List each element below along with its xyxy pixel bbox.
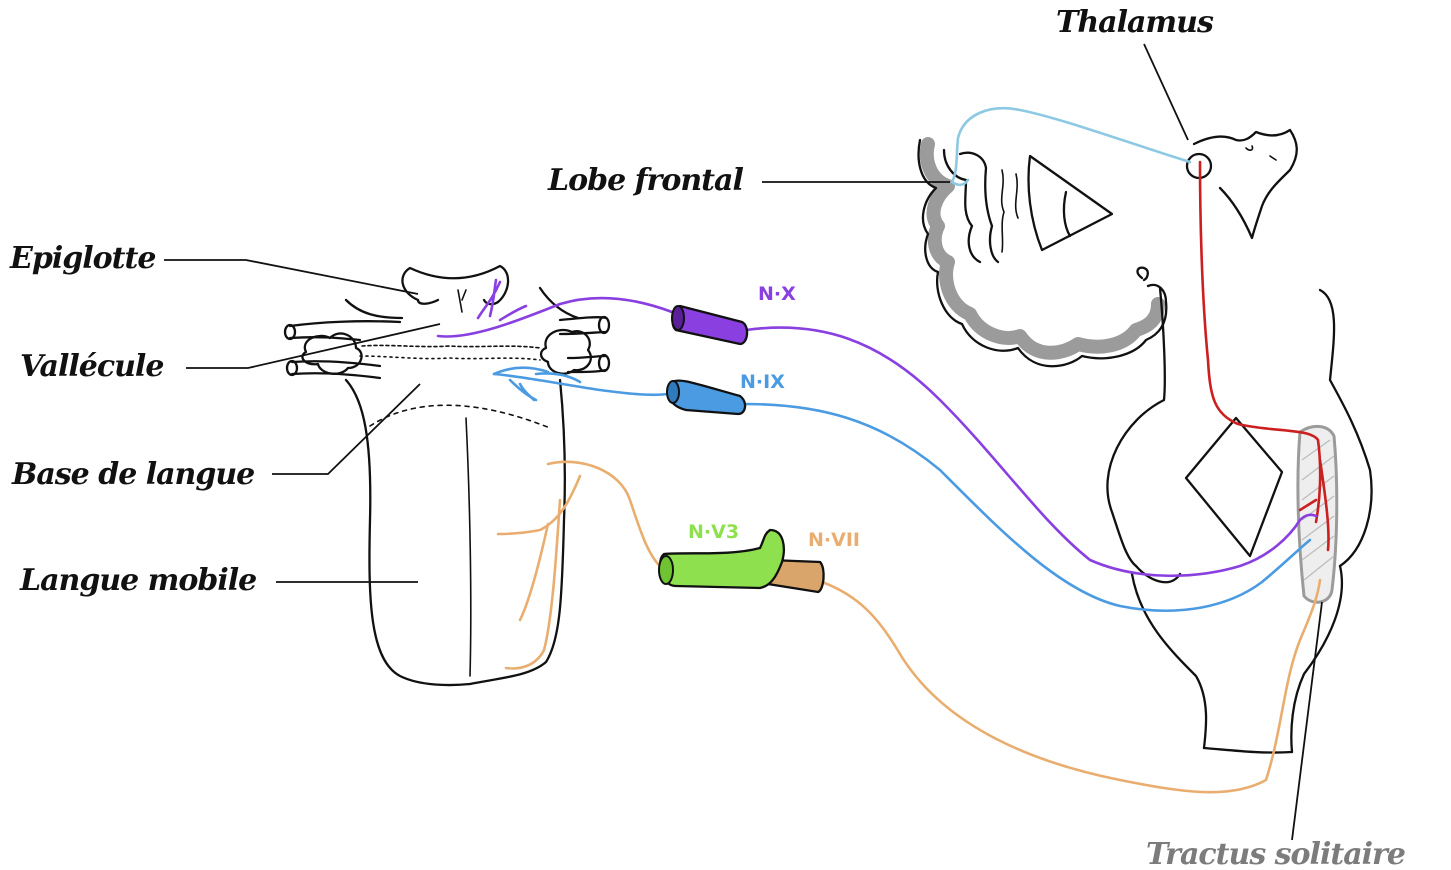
tongue: [285, 266, 609, 685]
nerve-x-label: N·X: [758, 283, 796, 305]
nerve-ix-cylinder: [667, 381, 745, 414]
leader-lines: [164, 44, 1322, 840]
pathways: [438, 108, 1329, 792]
brainstem: [1107, 288, 1371, 753]
label-base-de-langue: Base de langue: [11, 457, 254, 492]
nerve-ix-label: N·IX: [740, 371, 785, 393]
thalamocortical-path: [952, 108, 1190, 182]
label-epiglotte: Epiglotte: [9, 241, 155, 276]
label-thalamus: Thalamus: [1056, 5, 1214, 40]
nerve-vii-label: N·VII: [808, 529, 860, 551]
nerve-x-cylinder: [672, 306, 747, 344]
label-lobe-frontal: Lobe frontal: [547, 163, 743, 198]
label-vallecule: Vallécule: [20, 349, 163, 384]
nerve-v3-label: N·V3: [688, 521, 739, 543]
label-langue-mobile: Langue mobile: [19, 563, 256, 598]
nerve-x-path: [438, 298, 1316, 576]
diencephalon: [1187, 130, 1297, 238]
label-tractus-solitaire: Tractus solitaire: [1146, 837, 1405, 870]
